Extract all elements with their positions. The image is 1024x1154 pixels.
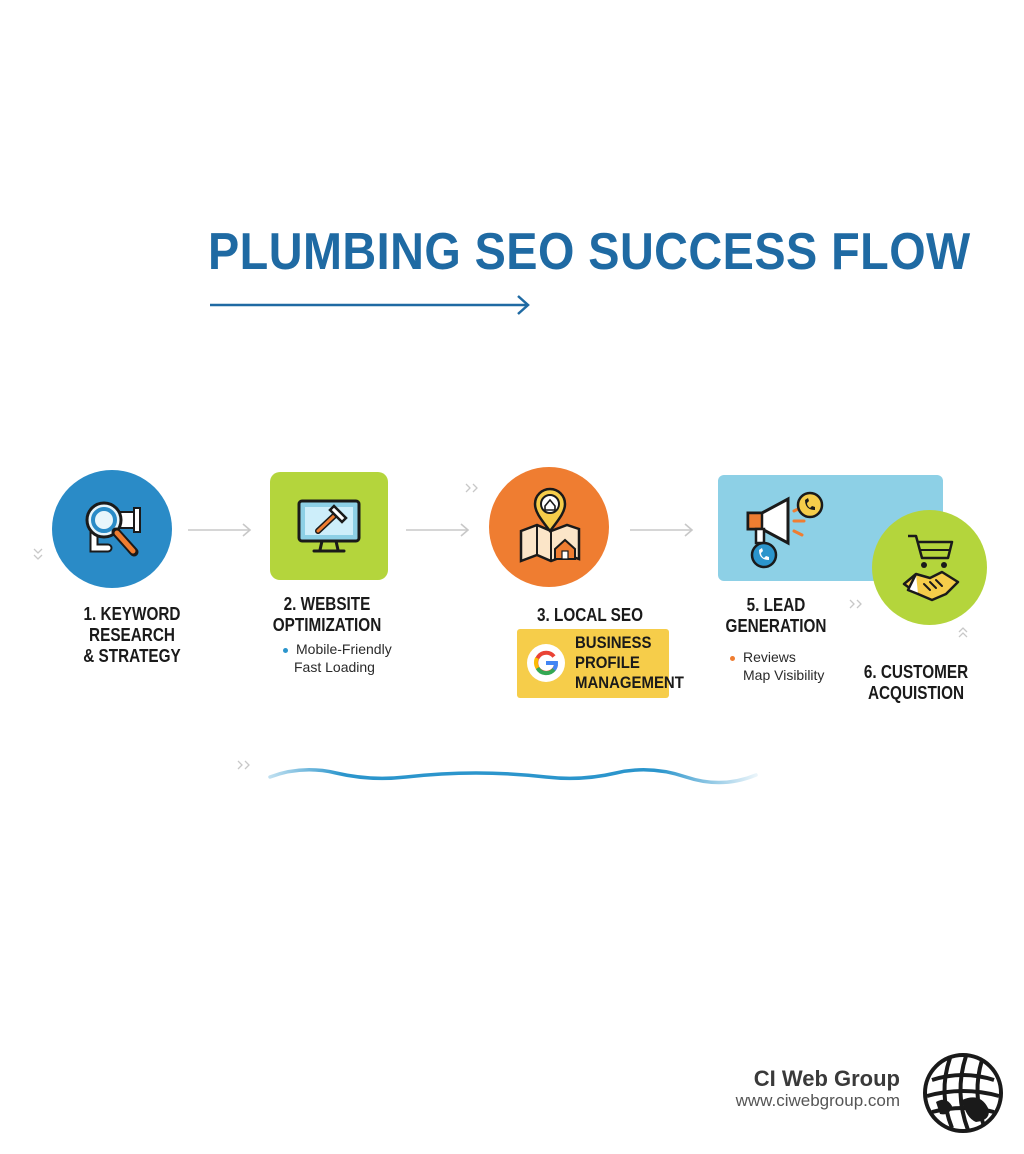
step-5-label: 5. LEAD GENERATION — [725, 595, 827, 636]
title-underline-arrow-icon — [210, 295, 530, 315]
magnifier-pipe-icon — [85, 501, 141, 557]
page-title: PLUMBING SEO SUCCESS FLOW — [208, 223, 971, 281]
wave-line-decoration — [268, 768, 758, 785]
step-3-circle — [489, 467, 609, 587]
map-pin-house-icon — [519, 487, 581, 563]
megaphone-phone-icon — [746, 491, 824, 569]
business-profile-badge: BUSINESS PROFILE MANAGEMENT — [517, 629, 684, 698]
connector-arrow-icon — [406, 523, 470, 537]
bullet-item: Mobile-Friendly — [283, 640, 392, 658]
chevron-decoration-icon — [33, 548, 43, 560]
brand-name: CI Web Group — [753, 1066, 900, 1091]
connector-arrow-icon — [630, 523, 694, 537]
step-1-circle — [52, 470, 172, 588]
brand-url: www.ciwebgroup.com — [735, 1091, 900, 1110]
step-3-label: 3. LOCAL SEO — [536, 605, 643, 625]
google-g-icon — [527, 644, 565, 682]
step-5-bullets: Reviews Map Visibility — [730, 648, 824, 684]
step-6-label: 6. CUSTOMER ACQUISTION — [863, 662, 969, 703]
cart-handshake-icon — [902, 534, 960, 602]
step-2-label: 2. WEBSITE OPTIMIZATION — [272, 594, 382, 635]
bullet-dot-icon — [730, 655, 735, 661]
bullet-item: Fast Loading — [294, 659, 375, 675]
bullet-item: Reviews — [730, 648, 824, 666]
bullet-dot-icon — [283, 647, 288, 653]
brand-globe-logo-icon — [923, 1053, 1003, 1133]
chevron-decoration-icon — [465, 483, 478, 493]
step-6-circle — [872, 510, 987, 625]
business-profile-text: BUSINESS PROFILE MANAGEMENT — [575, 633, 684, 692]
step-2-tile — [270, 472, 388, 580]
connector-arrow-icon — [188, 523, 252, 537]
step-1-label: 1. KEYWORD RESEARCH & STRATEGY — [83, 604, 181, 666]
monitor-hammer-icon — [297, 499, 361, 553]
chevron-decoration-icon — [849, 599, 862, 609]
step-2-bullets: Mobile-Friendly Fast Loading — [283, 640, 392, 676]
chevron-decoration-icon — [958, 627, 968, 638]
bullet-item: Map Visibility — [743, 667, 825, 683]
chevron-decoration-icon — [237, 760, 250, 770]
